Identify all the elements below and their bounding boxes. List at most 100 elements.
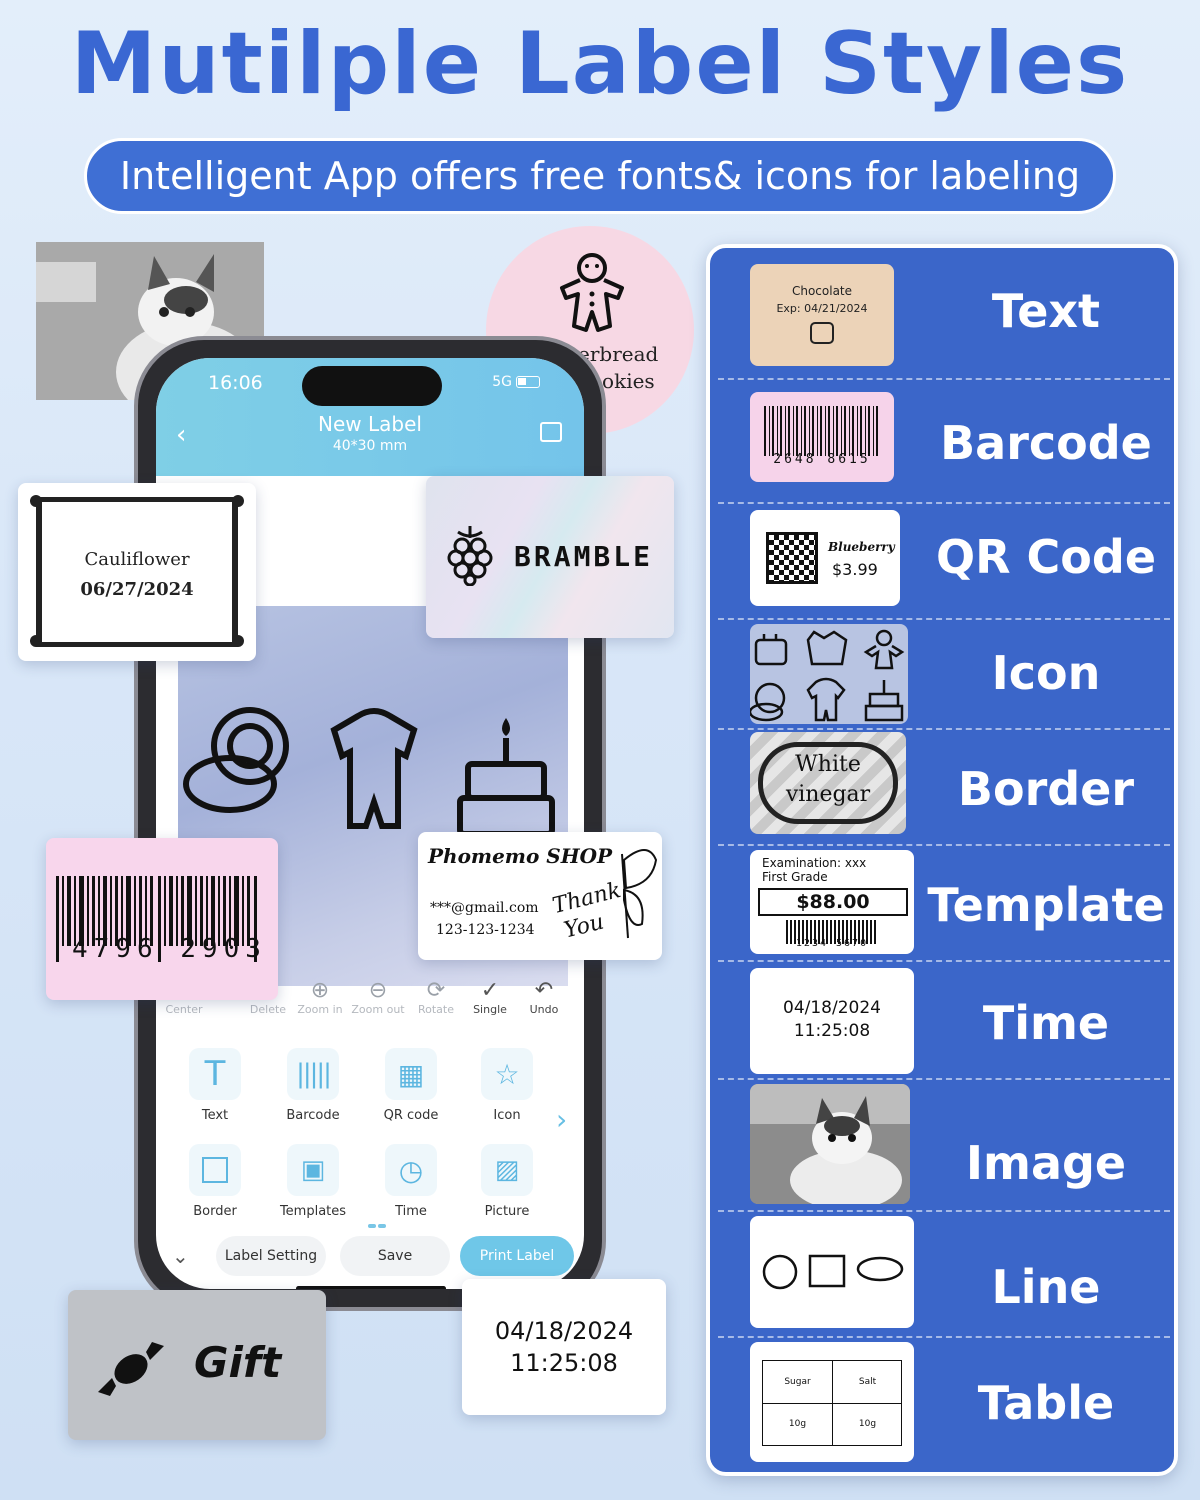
barcode-icon: ||||| bbox=[296, 1059, 332, 1089]
gingerbread-line1: erbread bbox=[578, 342, 659, 366]
qr-icon: ▦ bbox=[397, 1057, 425, 1091]
zoom-in-icon: ⊕ bbox=[310, 978, 330, 1003]
subtitle-pill: Intelligent App offers free fonts& icons… bbox=[84, 138, 1116, 214]
row-divider bbox=[718, 1078, 1170, 1080]
row-divider bbox=[718, 844, 1170, 846]
network-label: 5G bbox=[492, 374, 512, 390]
save-button[interactable]: Save bbox=[340, 1236, 450, 1276]
clock-icon: ◷ bbox=[398, 1153, 424, 1187]
template-thumb-price: $88.00 bbox=[758, 888, 908, 916]
row-divider bbox=[718, 1210, 1170, 1212]
barcode-label: 4796 2903 bbox=[46, 838, 278, 1000]
picture-icon: ▨ bbox=[494, 1155, 520, 1185]
row-divider bbox=[718, 618, 1170, 620]
text-thumb-line2: Exp: 04/21/2024 bbox=[776, 302, 868, 315]
shop-phone: 123-123-1234 bbox=[436, 922, 535, 938]
corner-dot bbox=[232, 635, 244, 647]
collapse-chevron-icon[interactable]: ⌄ bbox=[172, 1244, 189, 1268]
bramble-label: BRAMBLE bbox=[426, 476, 674, 638]
line-thumb bbox=[750, 1216, 914, 1328]
cauliflower-name: Cauliflower bbox=[84, 549, 190, 570]
shop-email: ***@gmail.com bbox=[430, 900, 539, 916]
table-value-salt: 10g bbox=[858, 1419, 877, 1429]
row-divider bbox=[718, 960, 1170, 962]
status-network: 5G bbox=[492, 374, 540, 390]
dynamic-island bbox=[302, 366, 442, 406]
template-thumb-line1: Examination: xxx bbox=[762, 856, 867, 870]
label-setting-button[interactable]: Label Setting bbox=[216, 1236, 326, 1276]
bottom-bar: ⌄ Label Setting Save Print Label bbox=[156, 1236, 584, 1286]
table-row-line bbox=[763, 1403, 901, 1404]
rotate-icon: ⟳ bbox=[426, 978, 446, 1003]
check-icon: ✓ bbox=[480, 978, 500, 1003]
star-icon: ☆ bbox=[494, 1057, 520, 1091]
gift-text: Gift bbox=[194, 1338, 282, 1387]
bramble-text: BRAMBLE bbox=[514, 540, 654, 573]
text-thumb-line1: Chocolate bbox=[791, 284, 853, 298]
template-thumb: Examination: xxx First Grade $88.00 1234… bbox=[750, 850, 914, 954]
candy-icon bbox=[98, 1342, 164, 1396]
status-time: 16:06 bbox=[208, 372, 263, 394]
corner-dot bbox=[30, 635, 42, 647]
grid-picture[interactable]: ▨ Picture bbox=[462, 1144, 552, 1219]
home-indicator bbox=[296, 1286, 446, 1289]
gift-label: Gift bbox=[68, 1290, 326, 1440]
template-thumb-line2: First Grade bbox=[762, 870, 828, 884]
barcode-thumb: 2648 8615 bbox=[750, 392, 894, 482]
grid-barcode[interactable]: ||||| Barcode bbox=[268, 1048, 358, 1123]
row-divider bbox=[718, 1336, 1170, 1338]
cauliflower-date: 06/27/2024 bbox=[80, 579, 194, 600]
barcode-thumb-number: 2648 8615 bbox=[773, 452, 871, 467]
phomemo-shop-label: Phomemo SHOP ***@gmail.com 123-123-1234 … bbox=[418, 832, 662, 960]
grid-icon[interactable]: ☆ Icon bbox=[462, 1048, 552, 1123]
tool-single[interactable]: ✓Single bbox=[462, 978, 518, 1016]
back-arrow-icon[interactable]: ‹ bbox=[176, 420, 187, 450]
tool-rotate[interactable]: ⟳Rotate bbox=[408, 978, 464, 1016]
text-icon: T bbox=[204, 1054, 226, 1094]
share-icon[interactable] bbox=[540, 422, 562, 442]
barcode-number: 4796 2903 bbox=[72, 934, 267, 964]
barcode-graphic bbox=[56, 876, 257, 962]
print-label-button[interactable]: Print Label bbox=[460, 1236, 574, 1276]
battery-icon bbox=[516, 376, 540, 388]
grid-qr[interactable]: ▦ QR code bbox=[366, 1048, 456, 1123]
butterfly-icon bbox=[621, 849, 658, 939]
row-label-text: Text bbox=[991, 284, 1101, 338]
row-label-template: Template bbox=[927, 878, 1165, 932]
time-clock: 11:25:08 bbox=[510, 1349, 618, 1377]
border-thumb-line2: vinegar bbox=[785, 782, 871, 807]
row-label-time: Time bbox=[982, 996, 1110, 1050]
raspberry-icon bbox=[447, 526, 493, 586]
row-label-barcode: Barcode bbox=[940, 416, 1152, 470]
table-header-salt: Salt bbox=[858, 1377, 877, 1387]
cat-image-icon bbox=[750, 1084, 910, 1204]
row-divider bbox=[718, 728, 1170, 730]
headline: Mutilple Label Styles bbox=[70, 14, 1130, 114]
tool-zoom-out[interactable]: ⊖Zoom out bbox=[351, 978, 405, 1016]
row-label-border: Border bbox=[957, 762, 1135, 816]
border-thumb: White vinegar bbox=[750, 732, 906, 834]
label-size: 40*30 mm bbox=[332, 438, 408, 454]
border-icon bbox=[202, 1157, 228, 1183]
grid-border[interactable]: Border bbox=[170, 1144, 260, 1219]
image-thumb bbox=[750, 1084, 910, 1204]
border-thumb-line1: White bbox=[795, 752, 861, 777]
qr-code-icon bbox=[766, 532, 818, 584]
app-title: New Label bbox=[318, 412, 422, 436]
grid-templates[interactable]: ▣ Templates bbox=[268, 1144, 358, 1219]
row-label-image: Image bbox=[965, 1136, 1127, 1190]
next-page-arrow-icon[interactable]: › bbox=[556, 1103, 568, 1136]
grid-text[interactable]: T Text bbox=[170, 1048, 260, 1123]
grid-time[interactable]: ◷ Time bbox=[366, 1144, 456, 1219]
icon-set-graphic bbox=[750, 629, 905, 722]
shop-name: Phomemo SHOP bbox=[428, 844, 613, 868]
row-label-icon: Icon bbox=[991, 646, 1101, 700]
oval-border bbox=[758, 742, 898, 824]
tool-zoom-in[interactable]: ⊕Zoom in bbox=[292, 978, 348, 1016]
page-dots bbox=[368, 1213, 392, 1228]
time-date: 04/18/2024 bbox=[494, 1317, 634, 1345]
qr-thumb-price: $3.99 bbox=[832, 560, 878, 579]
jar-icon bbox=[810, 322, 834, 344]
qr-thumb-name: Blueberry bbox=[828, 540, 895, 554]
tool-undo[interactable]: ↶Undo bbox=[516, 978, 572, 1016]
